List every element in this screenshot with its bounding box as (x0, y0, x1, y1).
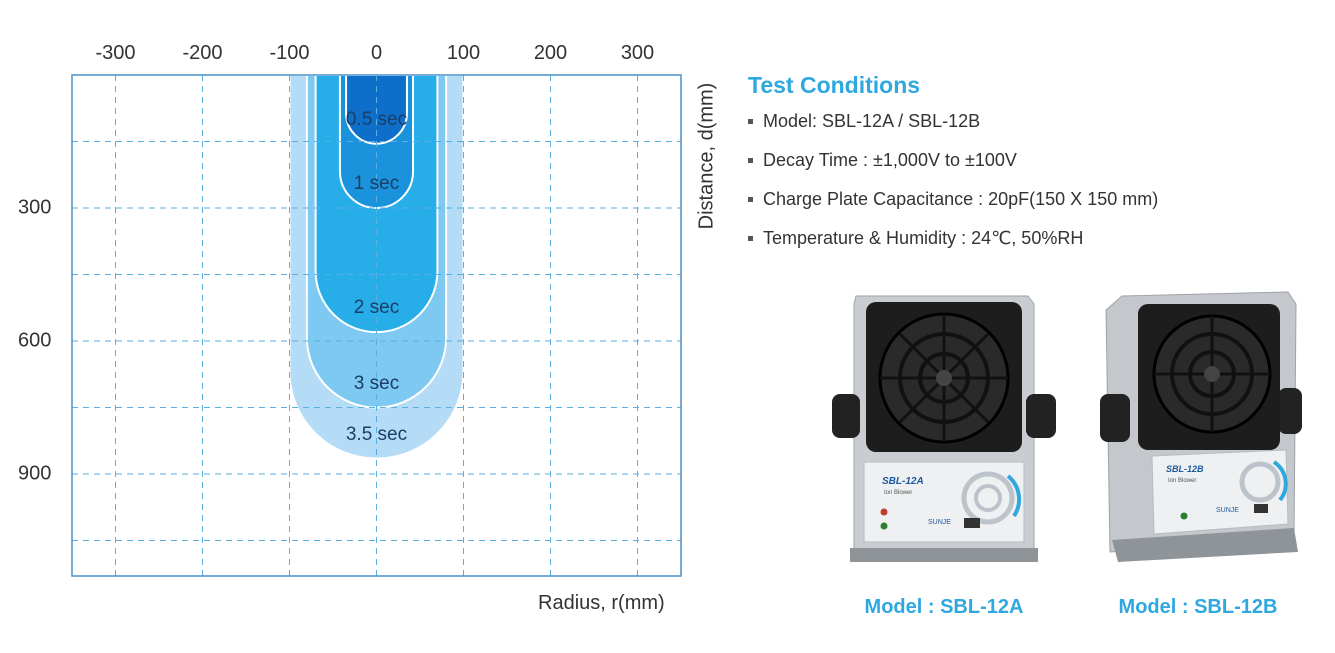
left-knob-icon (1100, 394, 1130, 442)
chart-grid (72, 75, 681, 576)
contour-label: 1 sec (353, 173, 400, 194)
x-axis-label: Radius, r(mm) (538, 592, 665, 614)
condition-item: Charge Plate Capacitance : 20pF(150 X 15… (748, 189, 1158, 210)
model-label-sbl-12b: Model : SBL-12B (1118, 596, 1278, 618)
x-tick-label: 300 (620, 42, 655, 64)
contour-regions (288, 74, 465, 460)
contour-label: 0.5 sec (345, 108, 408, 130)
x-tick-label: 100 (446, 42, 481, 64)
right-knob-icon (1278, 388, 1302, 434)
test-conditions-title: Test Conditions (748, 72, 921, 98)
bullet-icon (748, 236, 753, 241)
bullet-icon (748, 119, 753, 124)
y-tick-label: 600 (18, 329, 52, 352)
contour-label: 2 sec (353, 297, 400, 319)
model-label-sbl-12a: Model : SBL-12A (864, 596, 1024, 618)
condition-item: Temperature & Humidity : 24℃, 50%RH (748, 228, 1158, 249)
svg-text:SUNJE: SUNJE (928, 519, 951, 526)
x-tick-label: 0 (370, 42, 383, 64)
plot-frame (71, 74, 682, 577)
svg-text:SUNJE: SUNJE (1216, 507, 1239, 514)
svg-text:SBL-12A: SBL-12A (882, 476, 924, 487)
condition-item: Decay Time : ±1,000V to ±100V (748, 150, 1158, 171)
svg-text:SBL-12B: SBL-12B (1166, 464, 1204, 474)
right-knob-icon (1026, 394, 1056, 438)
x-tick-label: 200 (533, 42, 568, 64)
left-knob-icon (832, 394, 860, 438)
svg-text:Ion Blower: Ion Blower (1168, 478, 1196, 484)
sbl-12a-product-image: SBL-12A Ion Blower SUNJE (832, 295, 1056, 562)
x-tick-label: -300 (95, 42, 136, 64)
y-tick-label: 300 (18, 196, 52, 219)
x-tick-label: -200 (182, 42, 223, 64)
x-tick-label: -100 (269, 42, 310, 64)
y-tick-label: 900 (18, 462, 52, 485)
test-conditions-panel: Test Conditions Model: SBL-12A / SBL-12B… (748, 72, 1158, 267)
bullet-icon (748, 197, 753, 202)
y-axis-label: Distance, d(mm) (695, 82, 718, 230)
sbl-12b-product-image: SBL-12B Ion Blower SUNJE (1100, 291, 1302, 562)
contour-label: 3.5 sec (345, 423, 408, 445)
condition-item: Model: SBL-12A / SBL-12B (748, 111, 1158, 132)
svg-text:Ion Blower: Ion Blower (884, 490, 912, 496)
bullet-icon (748, 158, 753, 163)
contour-label: 3 sec (353, 372, 400, 394)
